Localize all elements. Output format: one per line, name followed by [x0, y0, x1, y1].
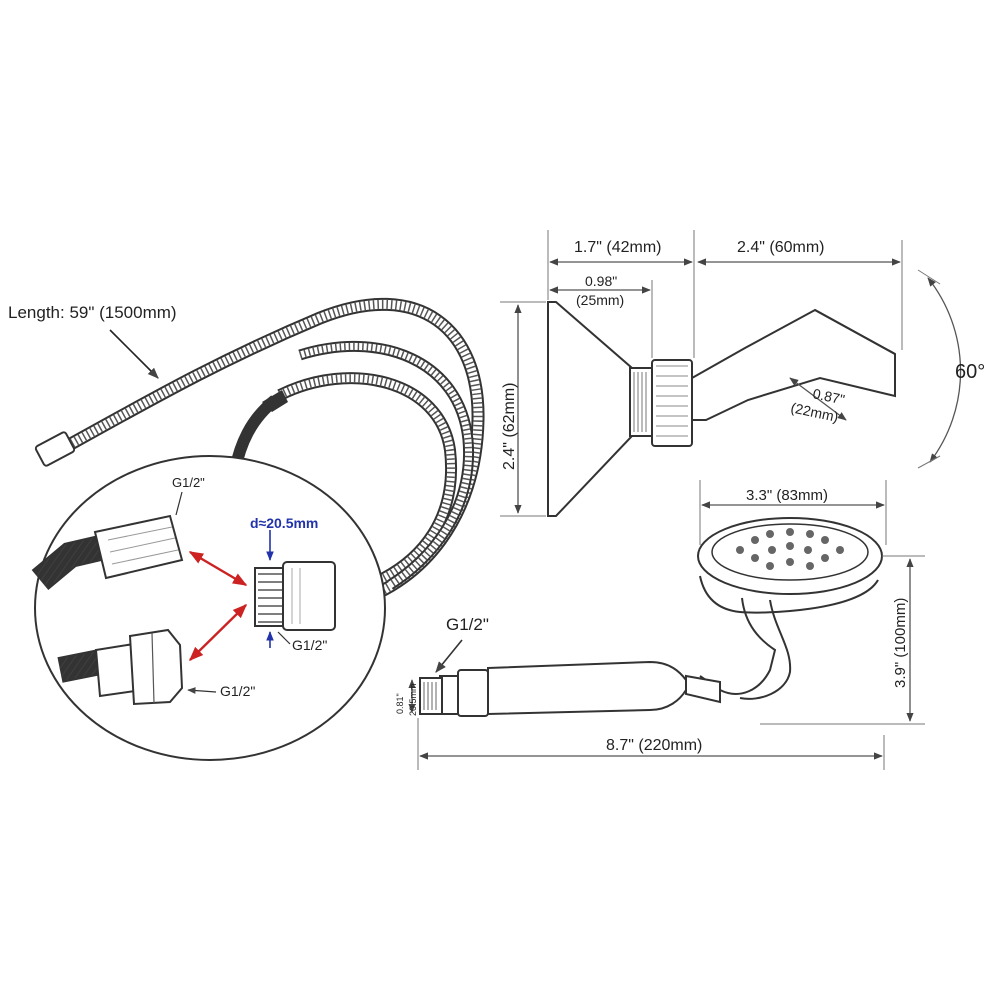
bracket-nut-width-in: 0.98"	[585, 273, 617, 289]
red-arrows	[188, 550, 248, 662]
wall-bracket	[547, 301, 896, 517]
spray-nozzles	[736, 528, 844, 570]
bracket-angle: 60°	[955, 361, 985, 383]
hose-fitting-top	[31, 514, 184, 590]
detail-bottom-label: G1/2"	[220, 683, 255, 699]
hose-end-cone	[262, 390, 288, 412]
hose-end-fitting	[34, 431, 76, 467]
hand-shower-thread: G1/2"	[446, 615, 489, 634]
detail-label-top: G1/2"	[172, 475, 205, 490]
detail-diameter-label: d≈20.5mm	[250, 515, 318, 531]
bracket-nut-width-mm: (25mm)	[576, 292, 624, 308]
bracket-dimensions: 1.7" (42mm) 2.4" (60mm) 0.98" (25mm) 2.4…	[500, 230, 985, 517]
bracket-bore-in: 0.87"	[811, 385, 846, 407]
hand-shower	[419, 517, 883, 717]
head-diameter: 3.3" (83mm)	[746, 487, 828, 504]
head-height: 3.9" (100mm)	[892, 598, 909, 688]
bracket-arm-length: 2.4" (60mm)	[737, 239, 824, 256]
total-length: 8.7" (220mm)	[606, 737, 702, 754]
hose-length-label: Length: 59" (1500mm)	[8, 303, 177, 322]
bracket-height: 2.4" (62mm)	[501, 383, 518, 470]
bracket-base-width: 1.7" (42mm)	[574, 239, 661, 256]
connector-detail-circle: G1/2" d≈20.5mm G1/2" G1/2"	[31, 455, 386, 761]
shower-hose	[34, 297, 485, 607]
thread-adapter	[254, 561, 336, 631]
thread-dia-mm: 20.5mm	[408, 683, 418, 716]
hose-length-callout: Length: 59" (1500mm)	[8, 303, 177, 379]
hand-shower-dimensions: 3.3" (83mm) 3.9" (100mm) G1/2" 0.81" 20.…	[395, 480, 925, 770]
hose-fitting-bottom	[57, 628, 184, 706]
thread-dia-in: 0.81"	[395, 693, 405, 714]
detail-thread-label: G1/2"	[292, 637, 327, 653]
